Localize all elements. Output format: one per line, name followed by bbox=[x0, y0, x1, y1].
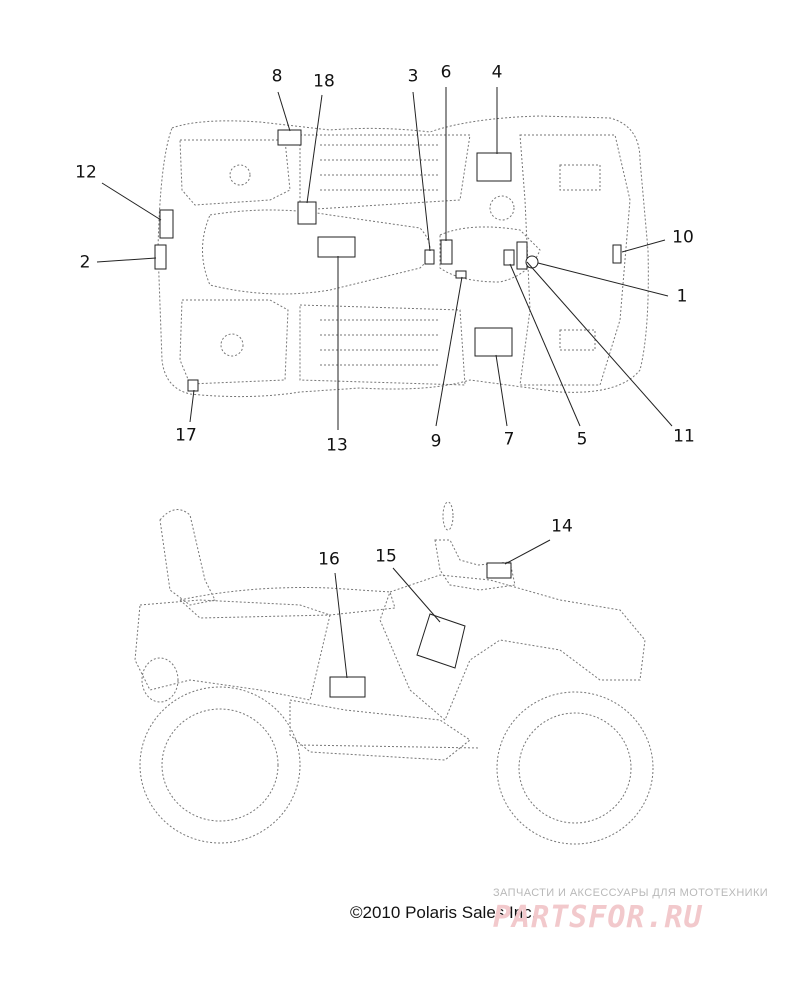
top-view-leaders bbox=[96, 87, 673, 430]
callout-16: 16 bbox=[318, 549, 340, 570]
copyright-notice: ©2010 Polaris Sales Inc. bbox=[350, 903, 537, 922]
callout-17: 17 bbox=[175, 425, 197, 446]
callout-8: 8 bbox=[271, 66, 283, 87]
callout-11: 11 bbox=[673, 426, 695, 447]
side-view-decals bbox=[329, 562, 512, 698]
side-view-leaders bbox=[334, 539, 551, 679]
callout-12: 12 bbox=[75, 162, 97, 183]
atv-side-view bbox=[134, 501, 654, 845]
top-view-decals bbox=[154, 129, 622, 392]
callout-5: 5 bbox=[576, 429, 588, 450]
callout-13: 13 bbox=[326, 435, 348, 456]
callout-14: 14 bbox=[551, 516, 573, 537]
callout-7: 7 bbox=[503, 429, 515, 450]
callout-6: 6 bbox=[440, 62, 452, 83]
callout-15: 15 bbox=[375, 546, 397, 567]
callout-1: 1 bbox=[676, 286, 688, 307]
callout-10: 10 bbox=[672, 227, 694, 248]
watermark-logo: PARTSFOR.RU bbox=[493, 900, 703, 935]
watermark-tagline: ЗАПЧАСТИ И АКСЕССУАРЫ ДЛЯ МОТОТЕХНИКИ bbox=[493, 887, 769, 899]
callout-18: 18 bbox=[313, 71, 335, 92]
callout-2: 2 bbox=[79, 252, 91, 273]
callout-9: 9 bbox=[430, 431, 442, 452]
atv-top-view bbox=[157, 115, 649, 398]
callout-4: 4 bbox=[491, 62, 503, 83]
callout-3: 3 bbox=[407, 66, 419, 87]
